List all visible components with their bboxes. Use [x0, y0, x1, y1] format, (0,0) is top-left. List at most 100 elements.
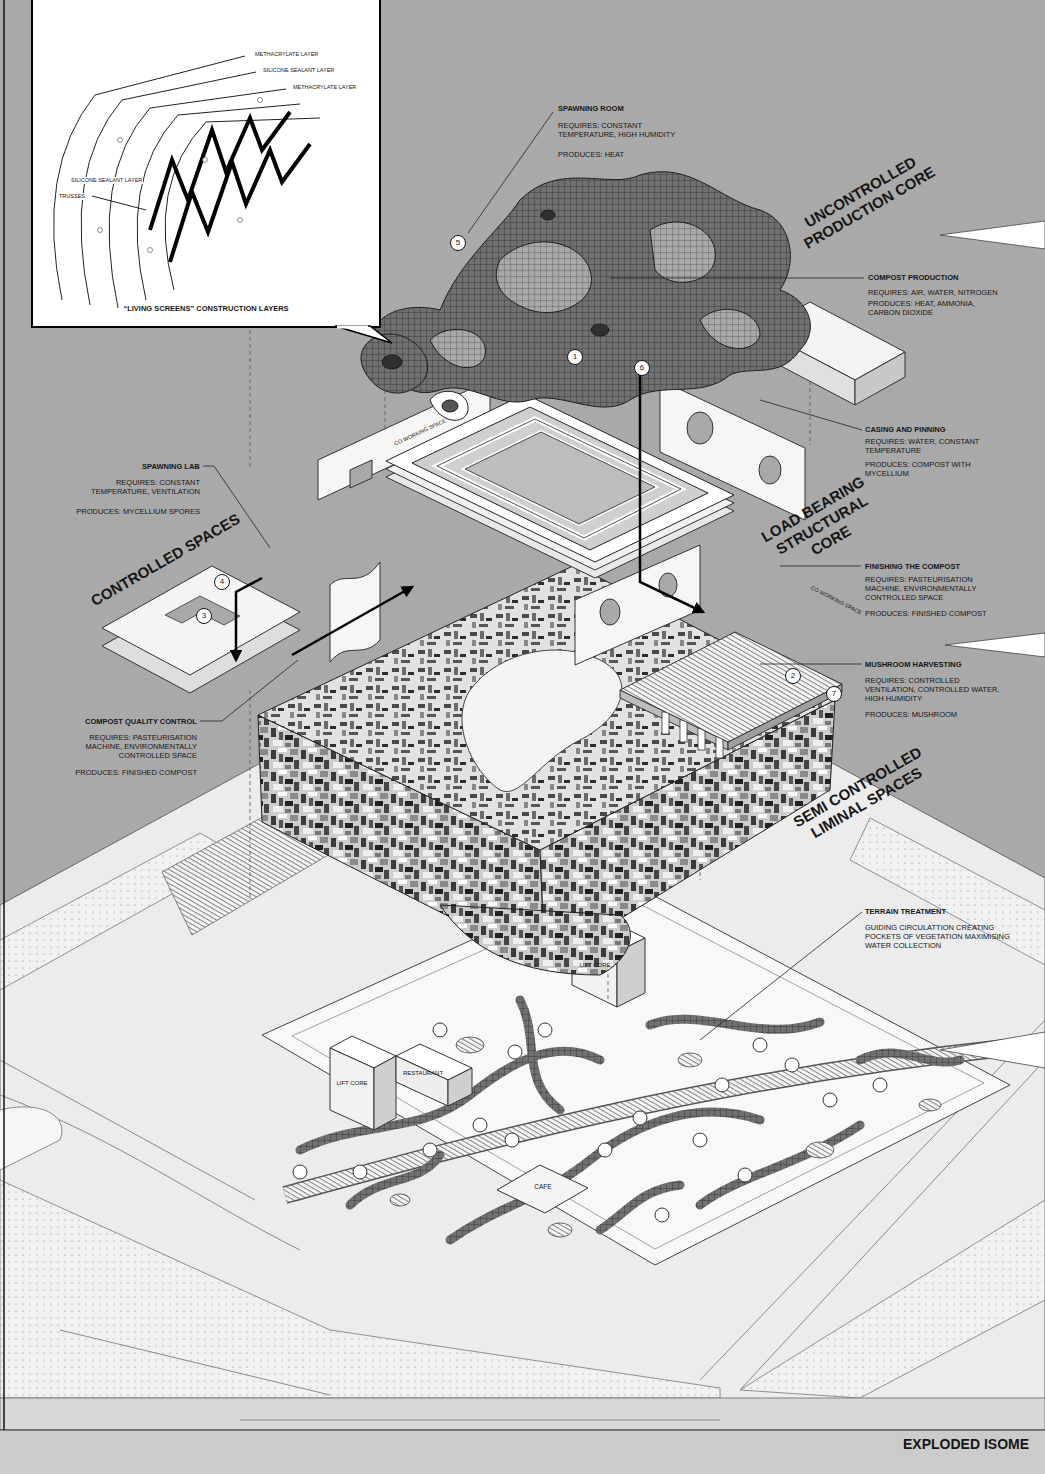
layer-label: METHACRYLATE LAYER [292, 84, 357, 91]
callout-heading: MUSHROOM HARVESTING [865, 660, 962, 669]
callout-note: PRODUCES: FINISHED COMPOST [865, 609, 1005, 618]
production-blob [382, 355, 402, 369]
structural-walls [330, 545, 700, 665]
terrain-paths [350, 1155, 440, 1205]
callout-number: 2 [785, 668, 801, 684]
harvest-plate [620, 632, 842, 758]
harvest-plate [680, 720, 687, 742]
inset-panel [109, 89, 286, 308]
terrain-paths [285, 1048, 1005, 1195]
sheet-frame [0, 1430, 1045, 1431]
terrain-paths [300, 1000, 960, 1240]
production-blob [442, 400, 458, 412]
harvest-plate [662, 712, 669, 734]
callout-number: 6 [634, 360, 650, 376]
inset-panel [258, 98, 263, 103]
inset-panel [238, 218, 243, 223]
structural-walls [600, 599, 620, 625]
leader-lines [760, 664, 862, 665]
terrain-paths [450, 1112, 760, 1240]
callout-note: REQUIRES: PASTEURISATION MACHINE, ENVIRO… [865, 575, 995, 602]
site-ground [0, 608, 1045, 1430]
sheet-frame [0, 1430, 1045, 1474]
flow-arrows [236, 372, 703, 660]
callout-note: REQUIRES: CONSTANT TEMPERATURE, HIGH HUM… [558, 121, 683, 139]
trees [738, 1168, 752, 1182]
semi-controlled-mass [258, 565, 835, 975]
lift-core-box [330, 1048, 374, 1130]
structural-walls [575, 545, 700, 665]
site-ground [0, 1398, 1045, 1430]
structural-walls [350, 460, 372, 488]
inset-panel [335, 326, 392, 343]
callout-note: PRODUCES: MUSHROOM [865, 710, 957, 719]
structural-walls [330, 562, 380, 662]
space-label: CAFE [518, 1183, 568, 1191]
production-blob [361, 334, 428, 393]
site-ground [740, 1200, 1045, 1398]
trees [293, 1023, 887, 1222]
production-blob [496, 242, 591, 313]
callout-note: PRODUCES: MYCELLIUM SPORES [60, 507, 200, 516]
inset-panel [170, 144, 310, 262]
space-box: CAFE [518, 1183, 568, 1191]
callout-note: PRODUCES: COMPOST WITH MYCELLIUM [865, 460, 1010, 478]
trees [505, 1133, 519, 1147]
callout-number: 4 [214, 574, 230, 590]
frame-rings [386, 394, 734, 578]
inset-panel [54, 56, 320, 308]
inset-panel [165, 118, 320, 290]
terrain-paths [600, 1185, 680, 1230]
trees [353, 1165, 367, 1179]
callout-heading: SPAWNING ROOM [558, 104, 624, 113]
terrain-paths [860, 1053, 960, 1062]
leader-lines [610, 278, 864, 279]
flow-arrows [236, 578, 262, 660]
callout-heading: FINISHING THE COMPOST [865, 562, 960, 571]
space-box: RESTAURANT [396, 1070, 450, 1077]
production-blob [700, 309, 760, 348]
site-ground [0, 1107, 62, 1170]
harvest-plate [620, 632, 842, 742]
inset-panel [54, 56, 245, 300]
space-box: LIFT CORE [573, 962, 617, 969]
terrain-paths [285, 1000, 1005, 1240]
production-blob [650, 222, 715, 282]
leader-lines [468, 112, 553, 233]
leader-lines [760, 400, 862, 430]
frame-rings [465, 432, 655, 524]
callout-note: PRODUCES: FINISHED COMPOST [67, 768, 197, 777]
inset-panel [98, 98, 263, 253]
callout-note: GUIDING CIRCULATTION CREATING POCKETS OF… [865, 923, 1015, 950]
terrain-paths [390, 1194, 410, 1206]
frame-rings [412, 407, 708, 550]
callout-note: PRODUCES: HEAT, AMMONIA, CARBON DIOXIDE [868, 299, 1008, 317]
trees [753, 1038, 767, 1052]
restaurant-box [448, 1068, 472, 1106]
flow-arrows [640, 372, 703, 612]
layer-label: METHACRYLATE LAYER [254, 51, 319, 58]
dashed-guides [250, 690, 251, 900]
inset-panel [150, 112, 290, 230]
section-pointer [940, 1032, 1045, 1068]
inset-panel-box: “LIVING SCREENS” CONSTRUCTION LAYERS [30, 0, 382, 327]
flow-arrows [292, 587, 412, 655]
trees [785, 1058, 799, 1072]
site-ground [850, 818, 1045, 965]
site-ground [0, 608, 1045, 1430]
inset-panel [32, 0, 380, 327]
trees [473, 1118, 487, 1132]
terrain-paths [650, 1019, 820, 1029]
inset-panel [92, 196, 146, 210]
sheet-frame [3, 0, 5, 1430]
callout-heading: COMPOST PRODUCTION [868, 273, 958, 282]
space-label: LIFT CORE [330, 1080, 374, 1087]
harvest-plate [698, 728, 705, 750]
production-blob [541, 210, 555, 220]
inset-panel [150, 112, 310, 262]
layer-label: SILICONE SEALANT LAYER [262, 67, 335, 74]
callout-number: 3 [196, 608, 212, 624]
callout-heading: COMPOST QUALITY CONTROL [85, 717, 197, 726]
production-blob [591, 324, 609, 336]
